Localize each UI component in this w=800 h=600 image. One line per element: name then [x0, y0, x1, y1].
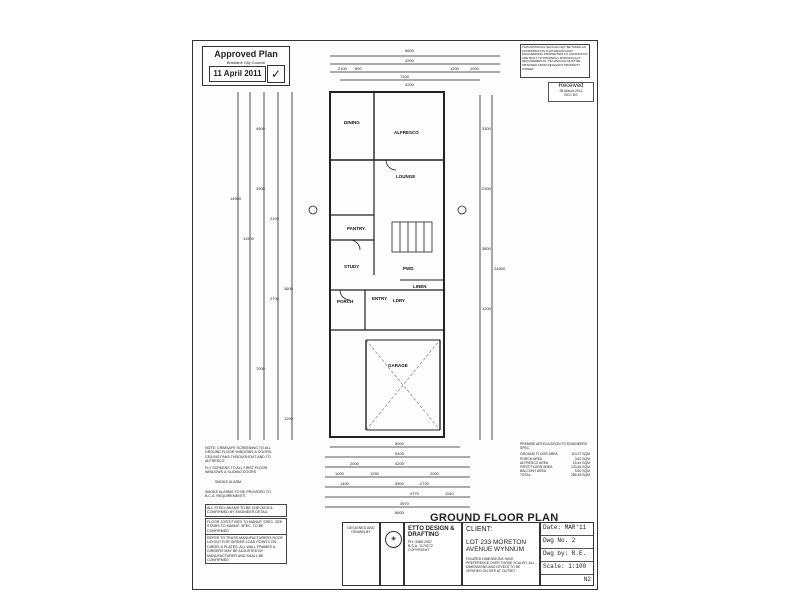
stamp-title: Approved Plan	[214, 49, 278, 59]
titleblock-designed: DESIGNED AND DRAWN BY	[342, 522, 380, 586]
firm-bsa: B.S.A. 1170272	[408, 544, 433, 548]
dim-bottom-6: 3500	[395, 481, 405, 486]
titleblock-logo: ◈	[380, 522, 404, 586]
client-label: CLIENT:	[466, 526, 493, 533]
dim-left-1: 11900	[243, 236, 255, 241]
firm-logo-icon: ◈	[385, 531, 402, 548]
room-ldry: LDRY	[393, 298, 405, 303]
dim-top-2: 2100	[338, 66, 348, 71]
drawing-sheet	[192, 40, 598, 590]
area-schedule: PREMISE ARTICULATION TO ENGINEERS SPEC. …	[520, 442, 590, 478]
dimensions-disclaimer: FIGURED DIMENSIONS HAVE PREFERENCE OVER …	[466, 557, 535, 573]
dim-bottom-13: 1150	[445, 491, 454, 496]
received-code: BCC DS	[564, 93, 578, 97]
dim-bottom-7: 4770	[410, 491, 420, 496]
dim-left-3: 3900	[256, 186, 266, 191]
room-alfresco: ALFRESCO	[394, 130, 419, 135]
dim-bottom-0: 5000	[395, 441, 405, 446]
meta-drawn-by: Dwg by: R.E.	[541, 549, 593, 562]
dim-bottom-12: 2720	[420, 481, 430, 486]
note-fly-screens: FLY SCREENS TO ALL FIRST FLOOR WINDOWS &…	[205, 466, 268, 475]
dim-top-width: 4200	[405, 82, 415, 87]
approval-warning: THIS APPROVAL SHOULD NOT BE TAKEN AS CON…	[520, 44, 590, 78]
titleblock-firm: ETTO DESIGN & DRAFTING PH: 3388 2957 B.S…	[404, 522, 462, 586]
dim-left-7: 3600	[284, 286, 294, 291]
titleblock-client: CLIENT: LOT 233 MORETON AVENUE WYNNUM FI…	[462, 522, 540, 586]
dim-bottom-1: 5400	[395, 451, 405, 456]
dim-left-6: 2700	[270, 296, 280, 301]
dim-right-0: 24900	[494, 266, 506, 271]
dim-bottom-4: 8600	[395, 510, 405, 515]
dim-bottom-8: 3970	[400, 501, 410, 506]
dim-bottom-5: 1000	[335, 471, 345, 476]
dim-right-4: 1200	[482, 306, 492, 311]
firm-phone: PH: 3388 2957	[408, 540, 432, 544]
client-address: LOT 233 MORETON AVENUE WYNNUM	[466, 539, 527, 553]
dim-top-0: 6600	[405, 48, 415, 53]
stamp-council: Brisbane City Council	[226, 60, 266, 65]
note-truss: REFER TO TRUSS MANUFACTURERS ROOF LAYOUT…	[205, 534, 287, 565]
meta-date: Date: MAR'11	[541, 523, 593, 536]
received-label: Received	[558, 83, 584, 89]
dim-bottom-2: 4200	[395, 461, 405, 466]
dim-top-1: 4200	[405, 58, 415, 63]
check-mark-icon: ✓	[267, 65, 285, 83]
note-steel-beams: ALL STEEL BEAMS TO BE CHECKED & CONFIRME…	[205, 504, 287, 517]
dim-top-6: 7200	[400, 74, 410, 79]
dim-bottom-3: 2000	[350, 461, 360, 466]
approved-plan-stamp: Approved Plan Brisbane City Council 11 A…	[202, 46, 290, 86]
received-date: 28 March 2011	[559, 89, 583, 93]
meta-scale: Scale: 1:100	[541, 562, 593, 575]
dim-left-8: 1200	[284, 416, 294, 421]
room-porch: PORCH	[337, 299, 353, 304]
note-floor-joists: FLOOR JOIST FIXED TO MANUF. SPEC. SEE ST…	[205, 518, 287, 536]
note-smoke-alarms: SMOKE ALARMS TO BE PROVIDED TO B.C.A. RE…	[205, 490, 271, 499]
dim-left-4: 2100	[270, 216, 280, 221]
room-entry: ENTRY	[372, 296, 387, 301]
meta-dwg-no: Dwg No. 2	[541, 536, 593, 549]
dim-left-5: 7000	[256, 366, 266, 371]
dim-top-3: 1200	[450, 66, 460, 71]
firm-copyright: COPYRIGHT	[408, 548, 430, 552]
dim-top-5: 800	[355, 66, 362, 71]
room-pwd: PWD	[403, 266, 414, 271]
titleblock-meta: Date: MAR'11 Dwg No. 2 Dwg by: R.E. Scal…	[540, 522, 594, 586]
meta-sheet: N2	[583, 576, 591, 583]
room-lounge: LOUNGE	[396, 174, 415, 179]
dim-top-4: 1000	[470, 66, 480, 71]
room-linen: LINEN	[413, 284, 427, 289]
dim-right-2: 2300	[482, 186, 492, 191]
dim-bottom-10: 2000	[430, 471, 440, 476]
dim-bottom-11: 1400	[340, 481, 350, 486]
room-dining: DINING	[344, 120, 360, 125]
room-pantry: PANTRY	[347, 226, 365, 231]
dim-left-2: 4500	[256, 126, 266, 131]
room-garage: GARAGE	[388, 363, 408, 368]
stamp-date: 11 April 2011	[209, 66, 266, 82]
dim-right-3: 3800	[482, 246, 492, 251]
dim-right-1: 3300	[482, 126, 492, 131]
dim-left-0: 14900	[230, 196, 242, 201]
drawing-title: GROUND FLOOR PLAN	[430, 512, 559, 524]
note-smoke: SMOKE ALARM	[215, 480, 242, 484]
room-study: STUDY	[344, 264, 359, 269]
area-schedule-title: PREMISE ARTICULATION TO ENGINEERS SPEC.	[520, 442, 588, 451]
note-screening: NOTE: CRIMSAFE SCREENING TO ALL GROUND F…	[205, 446, 273, 464]
firm-name: ETTO DESIGN & DRAFTING	[408, 526, 455, 538]
received-stamp: Received 28 March 2011 BCC DS	[548, 82, 594, 102]
dim-bottom-9: 1250	[370, 471, 380, 476]
